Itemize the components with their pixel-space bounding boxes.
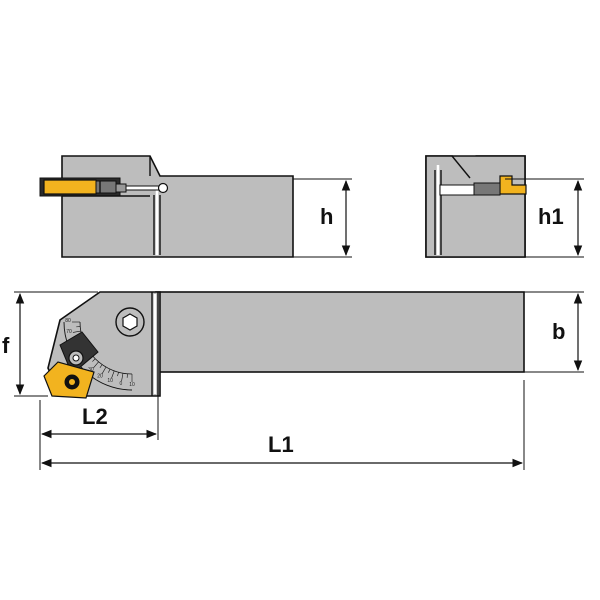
dim-b-label: b bbox=[552, 319, 565, 344]
side-view-insert bbox=[43, 179, 101, 195]
dim-L2: L2 bbox=[39, 396, 159, 470]
front-view bbox=[425, 155, 527, 258]
protractor-scale-label: 0 bbox=[119, 381, 122, 387]
dim-L1-label: L1 bbox=[268, 432, 294, 457]
protractor-tick bbox=[101, 366, 107, 375]
protractor-tick bbox=[121, 373, 124, 382]
shank bbox=[155, 291, 525, 373]
dim-h1-label: h1 bbox=[538, 204, 564, 229]
protractor-scale-label: 10 bbox=[107, 378, 113, 384]
dim-h-label: h bbox=[320, 204, 333, 229]
dim-h1: h1 bbox=[505, 178, 584, 258]
protractor-tick bbox=[99, 364, 103, 369]
protractor-scale-label: 80 bbox=[65, 318, 71, 324]
protractor-scale-label: 10 bbox=[129, 382, 135, 388]
dim-L2-label: L2 bbox=[82, 404, 108, 429]
protractor-tick bbox=[117, 372, 119, 377]
dim-h: h bbox=[293, 178, 352, 258]
dim-f: f bbox=[2, 291, 98, 397]
protractor-tick bbox=[72, 330, 81, 333]
dim-b: b bbox=[524, 291, 584, 373]
dim-L1: L1 bbox=[40, 380, 525, 470]
dim-f-label: f bbox=[2, 333, 10, 358]
protractor-tick bbox=[93, 361, 99, 369]
protractor-tick bbox=[111, 370, 115, 379]
protractor-scale-label: 70 bbox=[66, 329, 72, 335]
protractor-scale-label: 20 bbox=[97, 373, 103, 379]
protractor-scale-label: 30 bbox=[88, 367, 94, 373]
side-view bbox=[39, 155, 294, 258]
top-view: 8070605040302010010 bbox=[43, 291, 525, 399]
protractor-tick bbox=[108, 369, 111, 373]
protractor-tick bbox=[92, 358, 96, 362]
side-view-body bbox=[61, 155, 294, 258]
